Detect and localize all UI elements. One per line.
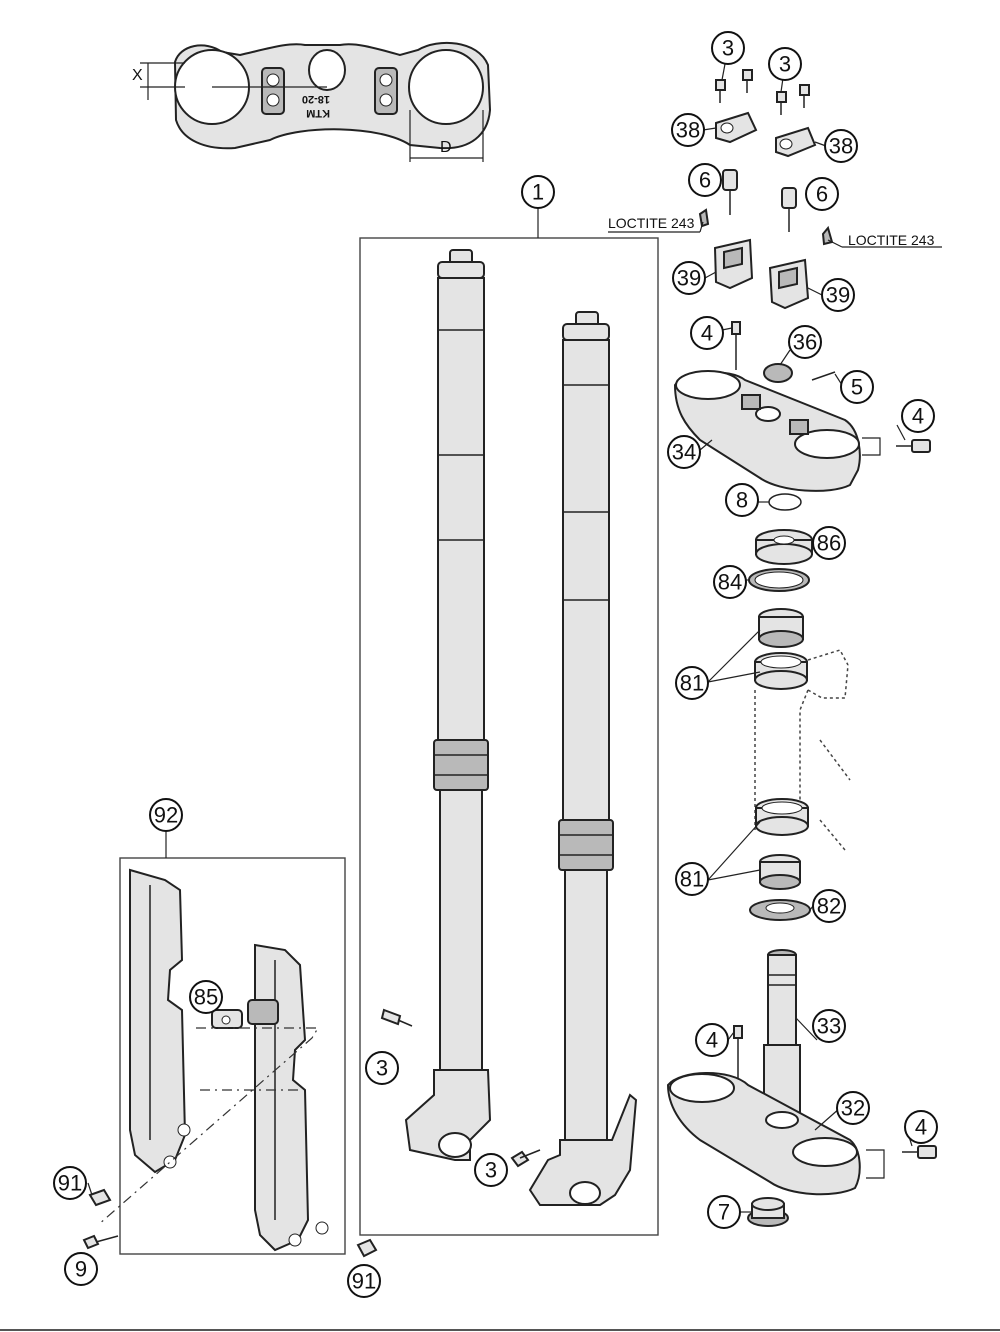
dimension-d-label: D <box>440 139 452 156</box>
callout-5-label: 5 <box>851 375 863 400</box>
callout-84-label: 84 <box>718 570 742 595</box>
callout-92-label: 92 <box>154 803 178 828</box>
callout-6: 6 <box>688 163 722 197</box>
callout-81: 81 <box>675 666 709 700</box>
callout-4-label: 4 <box>915 1115 927 1140</box>
upper-bearing-race <box>754 652 808 690</box>
callout-82: 82 <box>812 889 846 923</box>
brake-line-clamp <box>211 1009 243 1029</box>
callout-4: 4 <box>690 316 724 350</box>
callout-81: 81 <box>675 862 709 896</box>
callout-81-label: 81 <box>680 867 704 892</box>
callout-81-label: 81 <box>680 671 704 696</box>
right-fork-leg <box>528 311 638 1206</box>
callout-7-label: 7 <box>718 1200 730 1225</box>
callout-82-label: 82 <box>817 894 841 919</box>
callout-32: 32 <box>836 1091 870 1125</box>
callout-8-label: 8 <box>736 488 748 513</box>
clamp-code-text: 18-20 <box>302 93 330 105</box>
callout-3: 3 <box>768 47 802 81</box>
callout-86: 86 <box>812 526 846 560</box>
callout-7: 7 <box>707 1195 741 1229</box>
callout-8: 8 <box>725 483 759 517</box>
callout-91-label: 91 <box>58 1171 82 1196</box>
fork-axle-clamp-bolts <box>380 1008 541 1168</box>
dust-seal <box>755 529 813 565</box>
upper-bearing <box>758 608 804 648</box>
dimension-x-label: X <box>132 67 143 84</box>
callout-3-label: 3 <box>485 1158 497 1183</box>
callout-34-label: 34 <box>672 440 696 465</box>
right-fork-protector <box>247 943 329 1252</box>
callout-39-label: 39 <box>826 283 850 308</box>
callout-4-label: 4 <box>701 321 713 346</box>
triple-clamp-top-view: 18-20 KTM X D <box>132 41 492 162</box>
lower-bearing-race <box>755 798 809 836</box>
callout-38: 38 <box>824 129 858 163</box>
o-ring <box>768 493 802 511</box>
callout-3: 3 <box>474 1153 508 1187</box>
callout-91: 91 <box>53 1166 87 1200</box>
fork-assembly-frame <box>359 207 659 1236</box>
callout-85-label: 85 <box>194 985 218 1010</box>
left-fork-protector <box>129 868 191 1174</box>
callout-84: 84 <box>713 565 747 599</box>
callout-33: 33 <box>812 1009 846 1043</box>
callout-34: 34 <box>667 435 701 469</box>
callout-4-label: 4 <box>912 404 924 429</box>
callout-4-label: 4 <box>706 1028 718 1053</box>
handlebar-clamp-screws <box>715 69 810 115</box>
callout-86-label: 86 <box>817 531 841 556</box>
lower-triple-clamp <box>666 1025 937 1196</box>
callout-38: 38 <box>671 113 705 147</box>
callout-6-label: 6 <box>699 168 711 193</box>
upper-handlebar-clamps <box>715 111 817 158</box>
handlebar-clamp-blocks <box>713 238 810 310</box>
left-fork-leg <box>404 249 492 1161</box>
callout-38-label: 38 <box>829 134 853 159</box>
callout-39-label: 39 <box>677 266 701 291</box>
callout-39: 39 <box>821 278 855 312</box>
callout-3: 3 <box>711 31 745 65</box>
loctite-note-right: LOCTITE 243 <box>848 232 935 248</box>
callout-36: 36 <box>788 325 822 359</box>
callout-6: 6 <box>805 177 839 211</box>
loctite-note-left: LOCTITE 243 <box>608 215 695 231</box>
callout-36-label: 36 <box>793 330 817 355</box>
callout-92: 92 <box>149 798 183 832</box>
callout-3-label: 3 <box>779 52 791 77</box>
callout-1: 1 <box>521 175 555 209</box>
callout-91-label: 91 <box>352 1269 376 1294</box>
fork-protector-frame <box>119 830 346 1255</box>
callout-4: 4 <box>695 1023 729 1057</box>
callout-3-label: 3 <box>376 1056 388 1081</box>
callout-3-label: 3 <box>722 36 734 61</box>
callout-39: 39 <box>672 261 706 295</box>
callout-33-label: 33 <box>817 1014 841 1039</box>
callout-9-label: 9 <box>75 1257 87 1282</box>
callout-38-label: 38 <box>676 118 700 143</box>
callout-5: 5 <box>840 370 874 404</box>
callout-4: 4 <box>901 399 935 433</box>
lower-bearing <box>759 854 801 890</box>
callout-3: 3 <box>365 1051 399 1085</box>
callout-1-label: 1 <box>532 180 544 205</box>
callout-32-label: 32 <box>841 1096 865 1121</box>
clamp-logo-text: KTM <box>306 107 330 119</box>
callout-85: 85 <box>189 980 223 1014</box>
callout-4: 4 <box>904 1110 938 1144</box>
lower-seal <box>749 899 811 921</box>
steering-stem-nut <box>747 1197 789 1227</box>
callout-6-label: 6 <box>816 182 828 207</box>
upper-triple-clamp <box>673 321 931 492</box>
steering-stem <box>763 949 801 1121</box>
callout-91: 91 <box>347 1264 381 1298</box>
callout-9: 9 <box>64 1252 98 1286</box>
seal-ring <box>748 568 810 592</box>
protector-screws <box>82 1188 378 1258</box>
